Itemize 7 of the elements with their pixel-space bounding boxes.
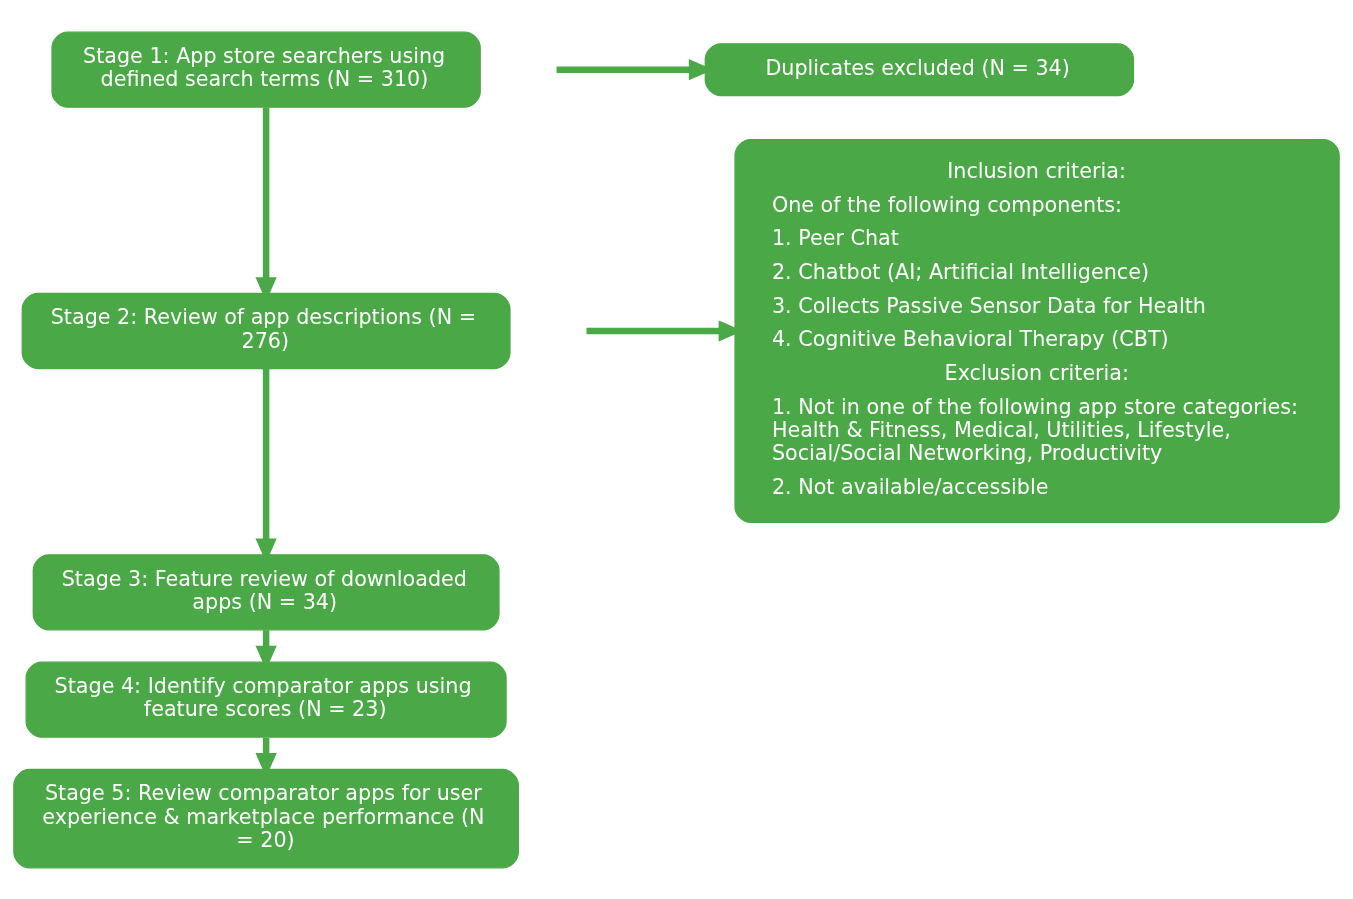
node-box: Stage 2: Review of app descriptions (N = 276) <box>21 292 511 369</box>
node-box: Stage 3: Feature review of downloaded apps (N = 34) <box>32 553 500 630</box>
node-box: Inclusion criteria: One of the following components: 1. Peer Chat 2. Chatbot (AI; Artificial Intelligence) 3. Collects Passive Sensor Data for Health 4. Cognitive Behavioral Therapy (CBT) Exclusion criteria: 1. Not in one of the following app store categories: Health & Fitness, Medical, Utilities, Lifestyle, Social/Social Networking, Productivity 2. Not available/accessible <box>734 138 1340 523</box>
node-box: Stage 4: Identify comparator apps using feature scores (N = 23) <box>25 661 507 738</box>
node-box: Duplicates excluded (N = 34) <box>704 42 1135 96</box>
node-box: Stage 5: Review comparator apps for user experience & marketplace performance (N = 20) <box>13 768 519 868</box>
node-box: Stage 1: App store searchers using defined search terms (N = 310) <box>51 31 481 108</box>
